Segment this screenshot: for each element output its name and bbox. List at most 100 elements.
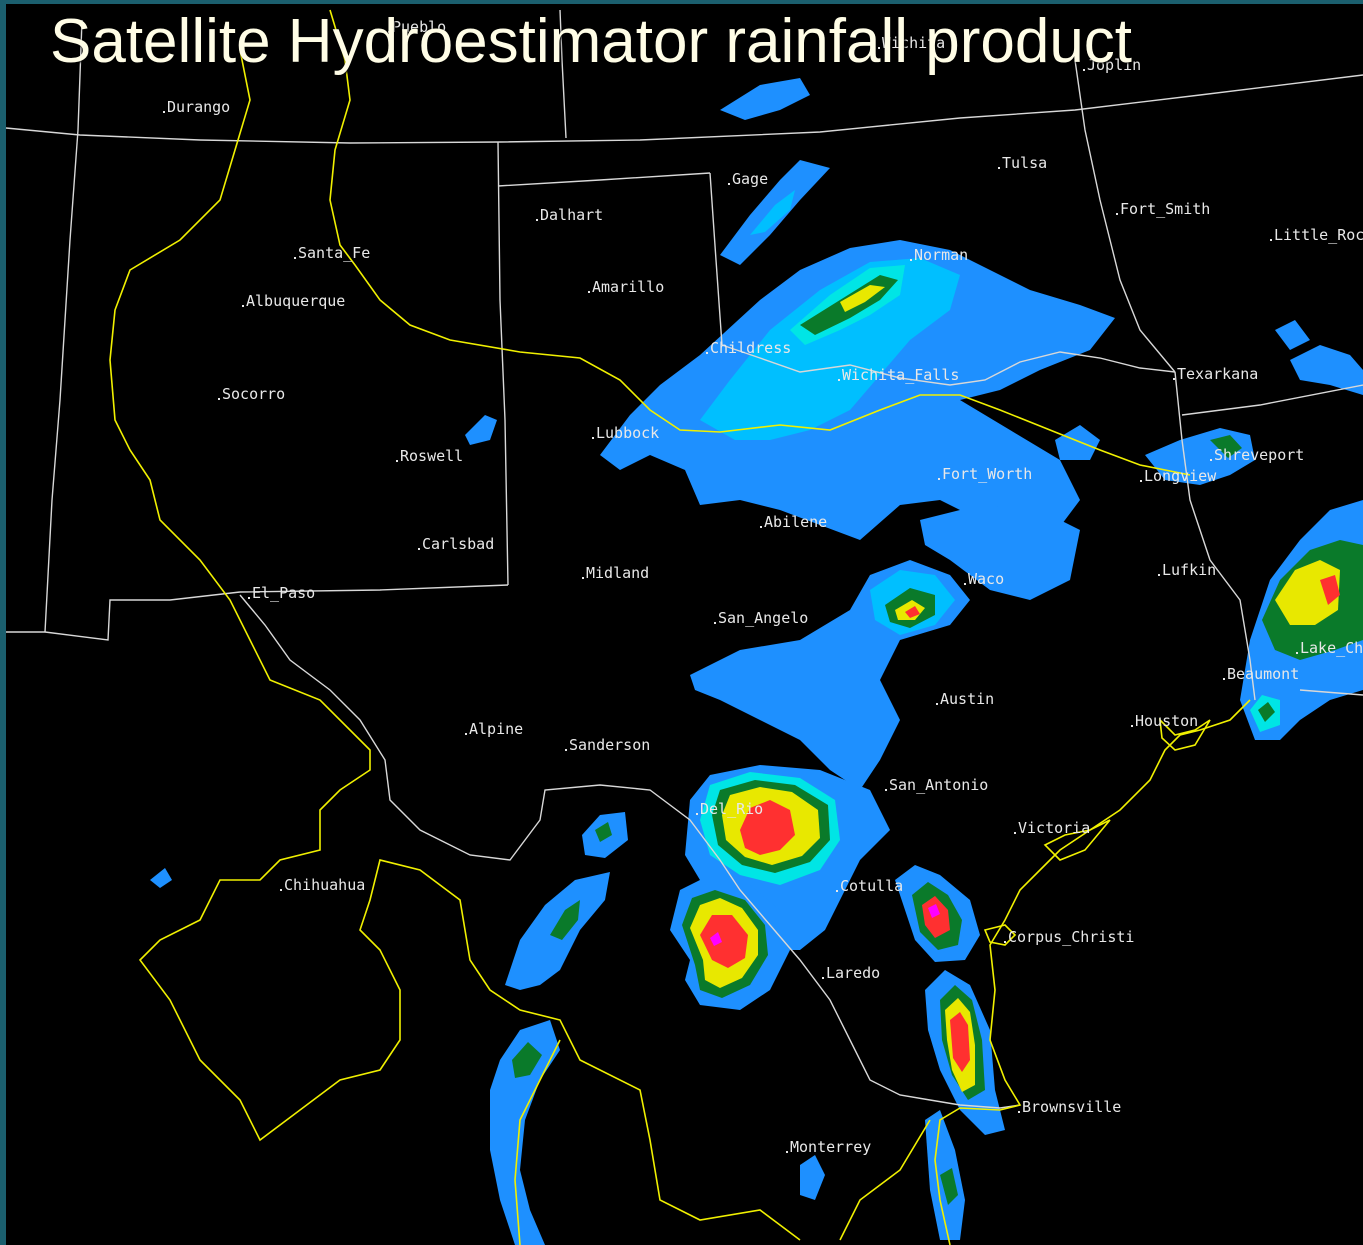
rain-area-small-cell-4 [150,868,172,888]
city-label-little-rock: Little_Rock [1274,226,1363,244]
city-label-socorro: Socorro [222,385,285,403]
city-marker-midland [582,577,584,579]
city-label-abilene: Abilene [764,513,827,531]
city-label-tulsa: Tulsa [1002,154,1047,172]
city-marker-el-paso [248,597,250,599]
city-label-durango: Durango [167,98,230,116]
city-label-albuquerque: Albuquerque [246,292,345,310]
city-marker-beaumont [1223,678,1225,680]
city-marker-alpine [465,733,467,735]
border-tx-la [1174,371,1256,701]
border-co-nm-ok-ks [5,74,1363,144]
city-label-waco: Waco [968,570,1004,588]
rain-area-roswell-blob [465,415,497,445]
city-marker-brownsville [1018,1111,1020,1113]
city-label-monterrey: Monterrey [790,1138,871,1156]
city-marker-roswell [396,460,398,462]
city-marker-cotulla [836,890,838,892]
city-marker-little-rock [1270,239,1272,241]
city-label-houston: Houston [1135,712,1198,730]
rain-area-kansas [720,78,810,120]
rain-area-mexico-streak-2-green [550,900,580,940]
city-marker-longview [1140,480,1142,482]
city-label-fort-smith: Fort_Smith [1120,200,1210,218]
city-label-corpus-christi: Corpus_Christi [1008,928,1134,946]
map-title: Satellite Hydroestimator rainfall produc… [50,7,1133,76]
city-label-san-antonio: San_Antonio [889,776,988,794]
city-marker-lubbock [592,437,594,439]
city-label-san-angelo: San_Angelo [718,609,808,627]
city-marker-childress [706,352,708,354]
city-marker-lake-charles [1296,652,1298,654]
bay-victoria [1043,819,1111,861]
city-label-shreveport: Shreveport [1214,446,1304,464]
rain-area-louisiana-red [1320,575,1340,605]
city-label-santa-fe: Santa_Fe [298,244,370,262]
rain-area-mexico-streak-1-green [512,1042,542,1078]
border-ok-ar [1074,59,1176,373]
city-label-wichita: Wichita [882,34,945,52]
city-label-gage: Gage [732,170,768,188]
bay-corpus [983,924,1017,946]
window-edge-left [0,0,6,1245]
city-marker-joplin [1083,69,1085,71]
border-ok-panhandle-east [709,172,723,346]
rain-area-beaumont-green [1258,702,1275,722]
city-marker-norman [910,259,912,261]
city-label-austin: Austin [940,690,994,708]
city-marker-gage [728,183,730,185]
rain-area-north-band-mid [700,258,960,440]
city-marker-shreveport [1210,459,1212,461]
city-label-amarillo: Amarillo [592,278,664,296]
rain-area-northeast-corner [1275,320,1363,395]
city-marker-abilene [760,526,762,528]
rain-area-cotulla-red [922,896,950,938]
city-marker-carlsbad [418,548,420,550]
city-label-roswell: Roswell [400,447,463,465]
border-kansas-north [559,9,567,139]
bay-houston [1158,717,1211,751]
border-texas-panhandle-top [497,172,711,187]
city-label-pueblo: Pueblo [392,18,446,36]
city-marker-monterrey [786,1151,788,1153]
border-nm-south [239,584,509,593]
rainfall-layer [150,78,1363,1245]
city-marker-durango [163,111,165,113]
city-label-longview: Longview [1144,467,1217,485]
city-label-alpine: Alpine [469,720,523,738]
city-marker-tulsa [998,167,1000,169]
mexico-state-border-east [839,1119,931,1241]
city-marker-pueblo [388,31,390,33]
city-marker-sanderson [565,749,567,751]
city-label-lake-charles: Lake_Charles [1300,639,1363,657]
city-label-carlsbad: Carlsbad [422,535,494,553]
city-marker-houston [1131,725,1133,727]
country-and-coast-borders [109,9,1251,1245]
mexico-state-border-inner [514,1039,561,1245]
rain-area-sw-cell-red [700,915,748,968]
city-label-el-paso: El_Paso [252,584,315,602]
state-borders [5,9,1363,1109]
city-label-lufkin: Lufkin [1162,561,1216,579]
border-ar-la [1181,384,1363,416]
rain-area-sw-cell-magenta [710,932,722,946]
rain-area-small-cell-3 [800,1155,825,1200]
border-rio-grande-us [239,594,1021,1109]
city-marker-fort-worth [938,478,940,480]
city-marker-fort-smith [1116,213,1118,215]
city-marker-san-angelo [714,622,716,624]
city-marker-corpus-christi [1004,941,1006,943]
city-label-chihuahua: Chihuahua [284,876,365,894]
city-label-brownsville: Brownsville [1022,1098,1121,1116]
city-marker-amarillo [588,291,590,293]
city-marker-del-rio [696,813,698,815]
window-edge-top [0,0,1363,4]
city-label-cotulla: Cotulla [840,877,903,895]
city-marker-laredo [822,977,824,979]
city-label-del-rio: Del_Rio [700,800,763,818]
city-label-norman: Norman [914,246,968,264]
city-marker-santa-fe [294,257,296,259]
city-marker-texarkana [1173,378,1175,380]
border-utah-az-vertical [44,19,83,633]
